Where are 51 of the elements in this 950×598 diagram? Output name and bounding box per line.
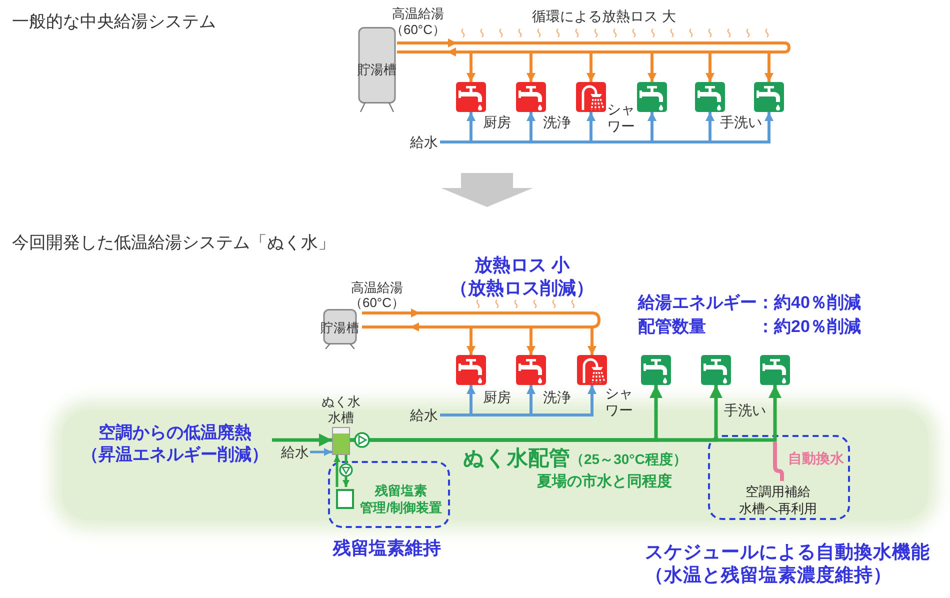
node-label: 厨房 (483, 113, 511, 131)
annotation: 放熱ロス 小（放熱ロス削減） (449, 254, 595, 300)
water-tank (332, 427, 350, 455)
section-heading: 一般的な中央給湯システム (12, 11, 216, 33)
node-label: 給水 (410, 133, 440, 151)
faucet-icon (516, 82, 546, 112)
annotation: 高温給湯（60°C） (348, 280, 406, 310)
node-label: スケジュールによる自動換水機能（水温と残留塩素濃度維持） (645, 540, 930, 586)
pipe-loop (362, 308, 600, 332)
dashed-box (708, 435, 850, 520)
annotation: 夏場の市水と同程度 (537, 472, 672, 492)
pipe-line (773, 442, 784, 481)
node-label: 洗浄 (543, 388, 571, 406)
faucet-icon (695, 82, 725, 112)
node-label: シャワー (605, 385, 633, 419)
node-label: 給水 (410, 406, 440, 424)
arrow (272, 434, 332, 446)
annotation: （25～30°C程度） (570, 450, 687, 468)
section-heading: 今回開発した低温給湯システム「ぬく水」 (12, 232, 335, 254)
annotation: 循環による放熱ロス 大 (532, 7, 676, 25)
shower-icon (576, 82, 606, 112)
node-label: 空調からの低温廃熱（昇温エネルギー削減） (78, 422, 272, 468)
device-box (336, 489, 354, 509)
node-label: 洗浄 (543, 113, 571, 131)
node-label: 厨房 (483, 388, 511, 406)
shower-icon (577, 355, 607, 385)
arrow (440, 112, 774, 144)
arrow (310, 448, 332, 456)
node-label: 手洗い (720, 113, 762, 131)
annotation: 給湯エネルギー：約40％削減 (638, 292, 861, 314)
node-label: 残留塩素維持 (333, 537, 441, 560)
pipe-loop (397, 38, 790, 56)
faucet-icon (637, 82, 667, 112)
node-label: ぬく水水槽 (320, 394, 362, 426)
node-label: 空調用補給水槽へ再利用 (738, 483, 818, 519)
annotation: ぬく水配管 (463, 446, 570, 472)
node-label: 給水 (281, 443, 310, 461)
arrow (334, 455, 340, 487)
arrow (342, 455, 350, 487)
node-label: シャワー (607, 101, 635, 135)
faucet-icon (701, 355, 731, 385)
faucet-icon (456, 82, 486, 112)
edge-label: 自動換水 (788, 449, 844, 467)
faucet-icon (760, 355, 790, 385)
node-label: 手洗い (724, 401, 766, 419)
node-label: 残留塩素管理/制御装置 (359, 482, 443, 516)
annotation: 配管数量 ：約20％削減 (638, 316, 861, 338)
faucet-icon (516, 355, 546, 385)
faucet-icon (456, 355, 486, 385)
faucet-icon (754, 82, 784, 112)
faucet-icon (641, 355, 671, 385)
